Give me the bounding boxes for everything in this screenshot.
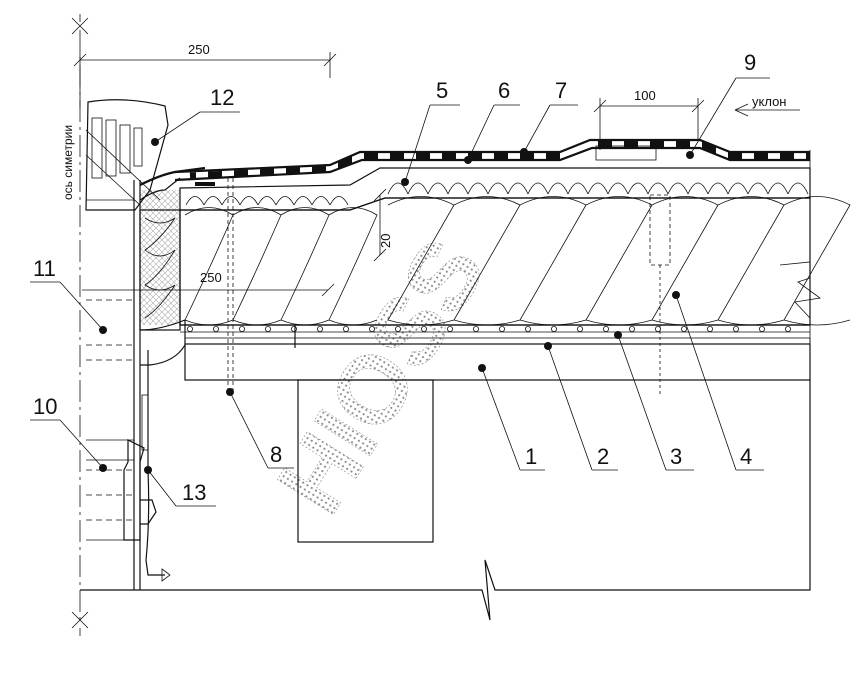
- callout-2: 2: [597, 444, 609, 469]
- callout-6: 6: [498, 78, 510, 103]
- callout-8: 8: [270, 442, 282, 467]
- roofing-membranes: [174, 138, 810, 186]
- dimension-thickness-label: 20: [378, 234, 393, 248]
- callout-11: 11: [33, 256, 56, 281]
- callout-3: 3: [670, 444, 682, 469]
- callout-7: 7: [555, 78, 567, 103]
- slope-label: уклон: [752, 94, 786, 109]
- wall-column: [80, 180, 141, 591]
- axis-symmetry-label: ось симетрии: [61, 125, 75, 200]
- dimension-overlap-label: 100: [634, 88, 656, 103]
- dimension-top: [73, 52, 337, 108]
- slope-arrow: [734, 103, 800, 117]
- callout-13: 13: [182, 480, 206, 505]
- fasteners: [227, 178, 671, 395]
- dimension-inner: [82, 188, 387, 297]
- vapor-barrier: [180, 324, 811, 345]
- deck-slab: [184, 343, 811, 381]
- callout-12: 12: [210, 85, 234, 110]
- watermark: HIOSS: [257, 221, 507, 532]
- callout-4: 4: [740, 444, 752, 469]
- watermark-text: HIOSS: [257, 221, 506, 531]
- support-beam: [297, 379, 434, 543]
- callout-leaders: [30, 77, 770, 507]
- callout-1: 1: [525, 444, 537, 469]
- callout-10: 10: [33, 394, 57, 419]
- heating-cable: [141, 350, 171, 582]
- callout-9: 9: [744, 50, 756, 75]
- main-insulation: [179, 196, 851, 326]
- lower-outline: [140, 150, 811, 621]
- dimension-top-label: 250: [188, 42, 210, 57]
- symmetry-axis: [71, 14, 89, 636]
- gutter-flashing: [139, 166, 206, 366]
- dimension-inner-label: 250: [200, 270, 222, 285]
- callout-5: 5: [436, 78, 448, 103]
